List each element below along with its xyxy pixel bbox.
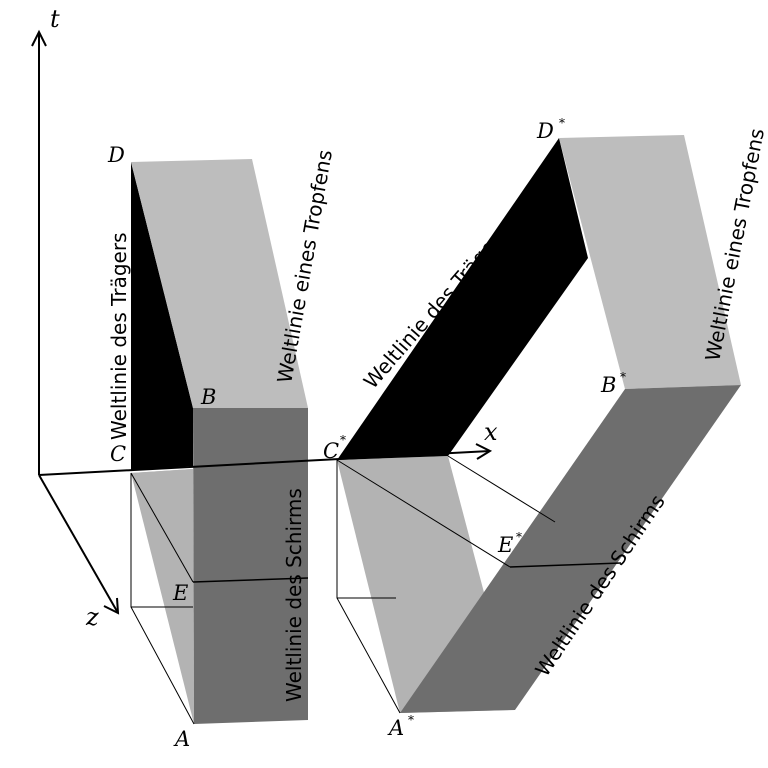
z-axis-label: z [85, 603, 99, 631]
point-e-label: E [172, 581, 188, 605]
right-block [336, 135, 741, 714]
point-d-star-label: D [536, 119, 554, 143]
point-b-star-label: B [600, 373, 616, 397]
right-screen-face [400, 385, 741, 713]
right-e-line [509, 562, 622, 568]
left-carrier-worldline-label: Weltlinie des Trägers [107, 233, 131, 441]
t-axis-label: t [50, 5, 60, 33]
left-screen-worldline-label: Weltlinie des Schirms [282, 488, 306, 702]
point-a-star-mark: * [408, 713, 414, 727]
left-block [130, 159, 309, 725]
point-c-star-mark: * [340, 433, 346, 447]
left-screen-face [193, 408, 308, 724]
point-b-label: B [200, 385, 216, 409]
left-e-line [192, 577, 309, 583]
z-axis [38, 474, 119, 614]
point-c-star-label: C [323, 439, 339, 463]
point-e-star-label: E [497, 533, 513, 557]
left-construct-line-3 [130, 472, 194, 583]
x-axis [38, 450, 491, 476]
right-drop-face [559, 135, 741, 389]
left-floor-face-main [131, 469, 194, 724]
right-drop-worldline-label: Weltlinie eines Tropfens [700, 126, 768, 363]
point-d-label: D [107, 143, 125, 167]
point-c-label: C [110, 442, 126, 466]
x-axis-arrowhead [475, 443, 493, 460]
z-axis-arrowhead [103, 597, 120, 615]
left-carrier-face [131, 162, 193, 470]
right-construct-line-3 [336, 459, 511, 568]
point-e-star-mark: * [516, 530, 522, 544]
right-carrier-face [337, 138, 588, 460]
point-b-star-mark: * [620, 370, 626, 384]
right-construct-line-4 [447, 455, 556, 523]
axes [31, 29, 493, 615]
point-a-star-label: A [387, 716, 404, 740]
t-axis-arrowhead [31, 29, 47, 47]
point-d-star-mark: * [559, 116, 565, 130]
x-axis-label: x [484, 418, 498, 446]
left-drop-worldline-label: Weltlinie eines Tropfens [272, 148, 337, 385]
left-drop-face [131, 159, 308, 408]
point-a-label: A [173, 727, 190, 751]
